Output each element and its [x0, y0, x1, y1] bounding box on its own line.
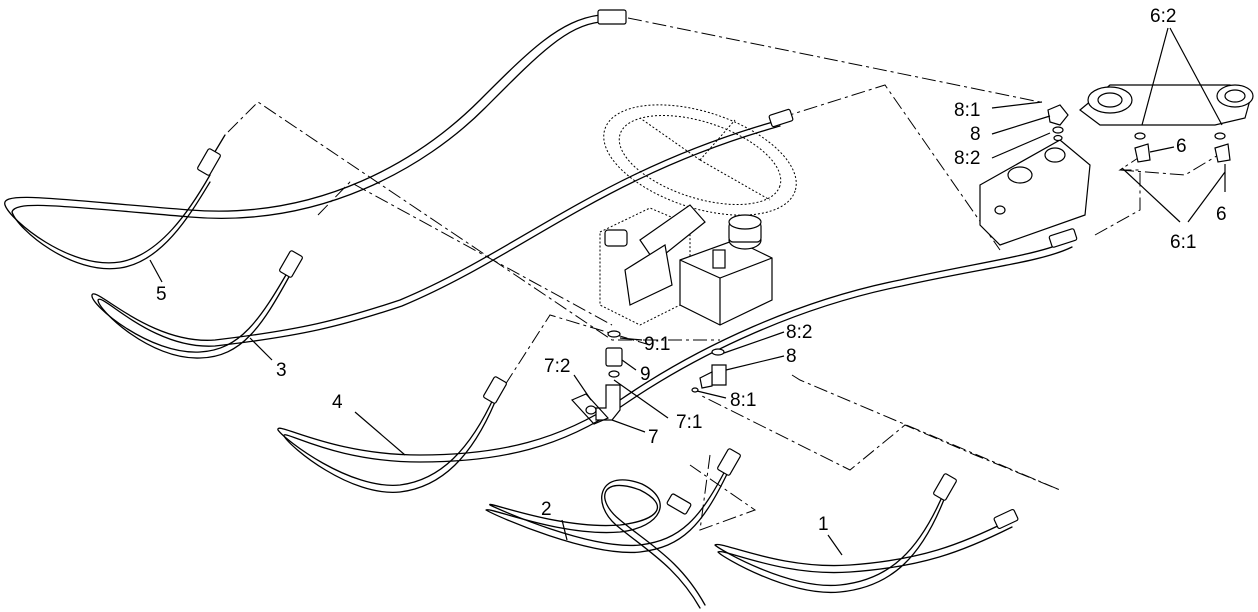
callout-8-top: 8 [970, 124, 981, 145]
callout-6-2: 6:2 [1150, 6, 1176, 27]
leader-lines [149, 27, 1226, 556]
hose-3 [91, 108, 794, 359]
hose-1 [714, 473, 1019, 594]
callout-7: 7 [648, 427, 659, 448]
elbow-fitting-7 [570, 384, 621, 425]
hose-2 [485, 448, 741, 609]
fitting-9-and-seals [605, 330, 623, 378]
elbow-fitting-8-top [1047, 104, 1069, 142]
callout-4: 4 [332, 392, 343, 413]
steering-cylinder [1079, 84, 1254, 126]
callout-9-1: 9:1 [644, 334, 670, 355]
callout-8-2-middle: 8:2 [786, 322, 812, 343]
callout-2: 2 [541, 499, 552, 520]
callout-8-2-top: 8:2 [954, 148, 980, 169]
callout-7-1: 7:1 [676, 412, 702, 433]
callout-8-1-middle: 8:1 [730, 390, 756, 411]
elbow-fitting-8-middle [691, 348, 727, 393]
steering-valve-block [679, 214, 773, 326]
callout-labels: 5 3 4 2 1 7:2 7:1 7 9:1 9 8:2 8 8:1 8:1 … [156, 6, 1227, 535]
steering-column-housing [599, 204, 706, 326]
steering-wheel [603, 104, 797, 216]
callout-3: 3 [276, 360, 287, 381]
callout-5: 5 [156, 284, 167, 305]
callout-8-1-top: 8:1 [954, 100, 980, 121]
fittings-6 [1134, 132, 1231, 163]
callout-6-bottom: 6 [1216, 204, 1227, 225]
callout-6-top: 6 [1176, 136, 1187, 157]
callout-9: 9 [640, 364, 651, 385]
callout-8-middle: 8 [786, 346, 797, 367]
hose-4 [277, 228, 1078, 493]
assembly-dash-lines [227, 17, 1231, 531]
callout-6-1: 6:1 [1170, 232, 1196, 253]
callout-7-2: 7:2 [544, 356, 570, 377]
hose-5 [4, 9, 627, 270]
callout-1: 1 [818, 514, 829, 535]
